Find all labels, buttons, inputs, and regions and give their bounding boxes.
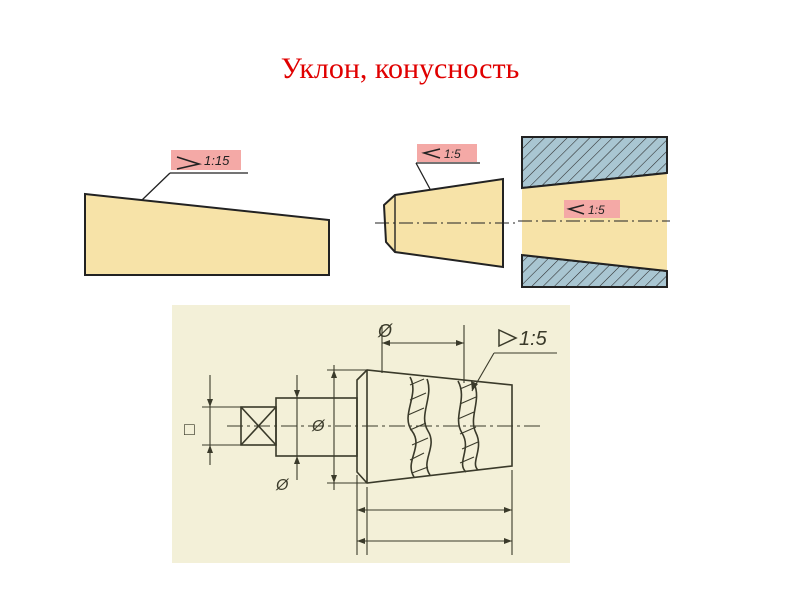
taper-symbol-icon — [498, 328, 518, 348]
taper-hole-edge-bottom — [521, 254, 668, 272]
slope-label-box — [171, 150, 241, 170]
taper-hole-cavity — [522, 173, 667, 271]
taper-shaft-label-box — [417, 144, 477, 162]
slope-figure: 1:15 — [70, 130, 360, 280]
taper-hole-label-box — [564, 200, 620, 218]
slope-symbol-icon — [176, 156, 203, 170]
taper-symbol-icon — [421, 148, 441, 159]
taper-shaft-designation: 1:5 — [444, 147, 461, 161]
break-line-right2 — [472, 382, 480, 471]
slope-part — [84, 192, 330, 276]
taper-drawing-figure: Ø Ø Ø □ 1:5 — [172, 305, 570, 563]
slope-leader — [141, 172, 171, 201]
diameter-sign-left: Ø — [275, 477, 290, 494]
taper-drawing-designation: 1:5 — [519, 328, 548, 350]
taper-hole-designation: 1:5 — [588, 203, 605, 217]
diameter-sign-neck: Ø — [311, 418, 326, 435]
dimension-arrows — [207, 340, 512, 544]
taper-shaft-leader — [415, 162, 431, 190]
break-line-left — [407, 376, 417, 478]
taper-symbol-icon — [566, 204, 585, 215]
drawing-paper — [172, 305, 570, 563]
break-line-left2 — [423, 378, 432, 476]
taper-hole-edge-top — [521, 172, 668, 189]
taper-hole-figure: 1:5 — [518, 136, 670, 288]
square-sign: □ — [184, 419, 195, 439]
slide-title: Уклон, конусность — [280, 52, 520, 85]
taper-shaft-figure: 1:5 — [375, 144, 518, 269]
slope-designation: 1:15 — [204, 153, 230, 168]
diameter-sign-top: Ø — [377, 321, 393, 341]
break-hatching — [407, 378, 479, 474]
